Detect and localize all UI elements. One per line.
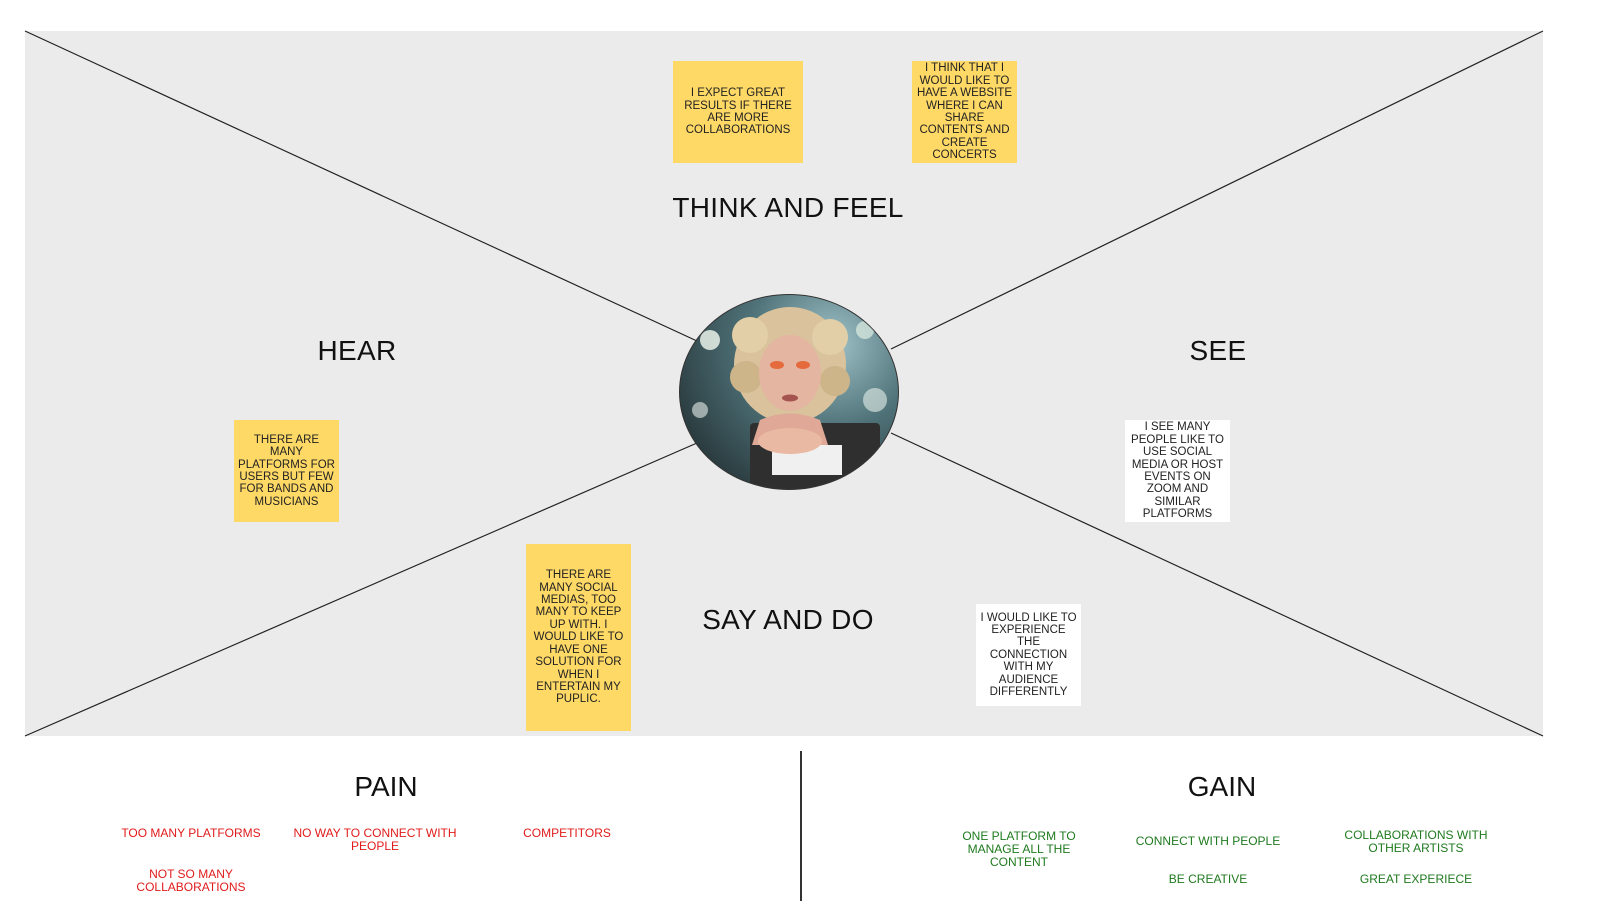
sticky-note-think-1[interactable]: I EXPECT GREAT RESULTS IF THERE ARE MORE… bbox=[673, 61, 803, 163]
sticky-note-say-2[interactable]: I WOULD LIKE TO EXPERIENCE THE CONNECTIO… bbox=[976, 604, 1081, 706]
label-say-and-do: SAY AND DO bbox=[702, 604, 874, 635]
gain-item: COLLABORATIONS WITH OTHER ARTISTS bbox=[1344, 828, 1488, 855]
pain-title: PAIN bbox=[354, 771, 418, 802]
pain-item: NO WAY TO CONNECT WITH PEOPLE bbox=[293, 826, 457, 853]
label-hear: HEAR bbox=[317, 335, 397, 366]
sticky-note-see-1[interactable]: I SEE MANY PEOPLE LIKE TO USE SOCIAL MED… bbox=[1125, 420, 1230, 522]
gain-item: BE CREATIVE bbox=[1168, 872, 1248, 886]
gain-item: CONNECT WITH PEOPLE bbox=[1135, 834, 1281, 848]
gain-item: ONE PLATFORM TO MANAGE ALL THE CONTENT bbox=[962, 829, 1076, 869]
pain-gain-divider bbox=[800, 751, 802, 901]
persona-photo bbox=[679, 294, 899, 490]
pain-item: NOT SO MANY COLLABORATIONS bbox=[136, 867, 246, 894]
persona-illustration bbox=[692, 307, 887, 489]
divider-line-bottom-right bbox=[890, 432, 1544, 737]
gain-item: GREAT EXPERIECE bbox=[1359, 872, 1473, 886]
sticky-note-hear-1[interactable]: THERE ARE MANY PLATFORMS FOR USERS BUT F… bbox=[234, 420, 339, 522]
label-see: SEE bbox=[1189, 335, 1247, 366]
sticky-note-think-2[interactable]: I THINK THAT I WOULD LIKE TO HAVE A WEBS… bbox=[912, 61, 1017, 163]
divider-line-bottom-left bbox=[24, 442, 698, 737]
label-think-and-feel: THINK AND FEEL bbox=[672, 192, 904, 223]
divider-line-top-left bbox=[24, 30, 698, 342]
gain-title: GAIN bbox=[1187, 771, 1257, 802]
pain-item: COMPETITORS bbox=[523, 826, 611, 840]
divider-line-top-right bbox=[890, 30, 1544, 350]
pain-item: TOO MANY PLATFORMS bbox=[121, 826, 261, 840]
sticky-note-say-1[interactable]: THERE ARE MANY SOCIAL MEDIAS, TOO MANY T… bbox=[526, 544, 631, 731]
